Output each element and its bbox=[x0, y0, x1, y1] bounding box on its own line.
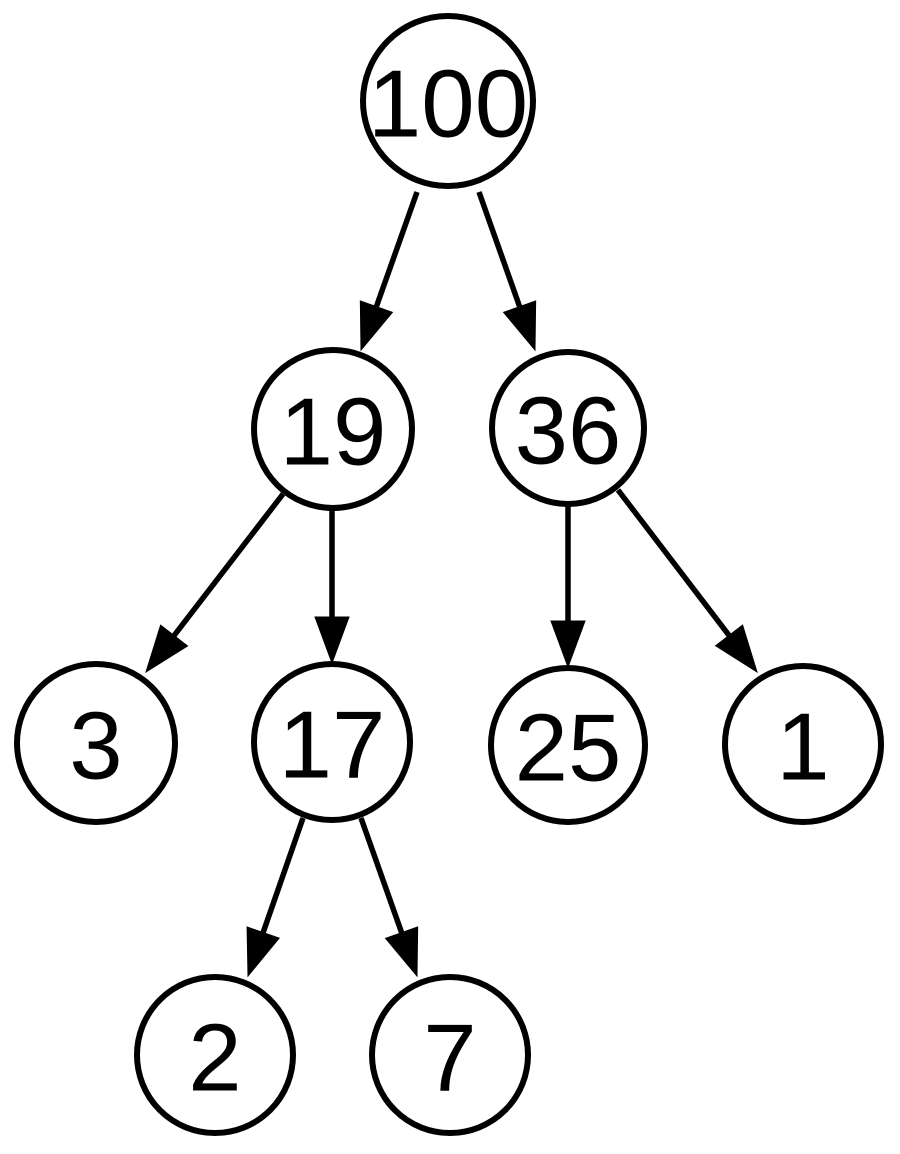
edge-arrowhead-icon bbox=[384, 926, 419, 978]
tree-node-7[interactable]: 7 bbox=[369, 974, 531, 1136]
node-label: 19 bbox=[280, 379, 387, 486]
edge-arrowhead-icon bbox=[246, 926, 281, 978]
node-label: 7 bbox=[423, 1005, 476, 1112]
tree-node-19[interactable]: 19 bbox=[251, 347, 415, 511]
tree-node-3[interactable]: 3 bbox=[14, 661, 178, 825]
nodes-layer: 100 19 36 3 17 25 1 2 7 bbox=[14, 13, 884, 1136]
edge-shaft bbox=[476, 191, 523, 310]
edges-layer bbox=[145, 191, 758, 978]
edge-arrowhead-icon bbox=[145, 624, 189, 674]
node-label: 17 bbox=[279, 692, 386, 799]
edge-shaft bbox=[259, 817, 306, 936]
tree-edge bbox=[145, 492, 286, 674]
tree-edge bbox=[246, 817, 306, 978]
node-circle[interactable] bbox=[722, 663, 884, 825]
edge-arrowhead-icon bbox=[714, 624, 758, 674]
edge-shaft bbox=[615, 488, 733, 639]
tree-edge bbox=[550, 505, 586, 669]
node-circle[interactable] bbox=[489, 349, 647, 507]
node-label: 2 bbox=[188, 1005, 241, 1112]
tree-node-25[interactable]: 25 bbox=[488, 665, 648, 825]
tree-edge bbox=[476, 191, 537, 352]
node-circle[interactable] bbox=[251, 347, 415, 511]
tree-edge bbox=[358, 817, 419, 978]
node-label: 25 bbox=[515, 695, 622, 802]
edge-arrowhead-icon bbox=[314, 616, 350, 665]
node-label: 36 bbox=[515, 378, 622, 485]
tree-node-100[interactable]: 100 bbox=[360, 13, 536, 189]
node-circle[interactable] bbox=[134, 974, 296, 1136]
edge-shaft bbox=[373, 191, 420, 310]
tree-edge bbox=[314, 509, 350, 665]
tree-edge bbox=[615, 488, 758, 674]
node-label: 1 bbox=[776, 694, 829, 801]
tree-node-17[interactable]: 17 bbox=[251, 661, 413, 823]
edge-shaft bbox=[170, 492, 286, 639]
edge-arrowhead-icon bbox=[550, 620, 586, 669]
node-circle[interactable] bbox=[14, 661, 178, 825]
node-circle[interactable] bbox=[360, 13, 536, 189]
node-label: 3 bbox=[69, 693, 122, 800]
tree-node-2[interactable]: 2 bbox=[134, 974, 296, 1136]
node-circle[interactable] bbox=[488, 665, 648, 825]
tree-node-36[interactable]: 36 bbox=[489, 349, 647, 507]
node-circle[interactable] bbox=[369, 974, 531, 1136]
node-label: 100 bbox=[368, 51, 528, 158]
node-circle[interactable] bbox=[251, 661, 413, 823]
tree-node-1[interactable]: 1 bbox=[722, 663, 884, 825]
tree-edge bbox=[359, 191, 420, 352]
edge-arrowhead-icon bbox=[359, 300, 394, 352]
edge-shaft bbox=[358, 817, 405, 936]
edge-arrowhead-icon bbox=[502, 300, 537, 352]
